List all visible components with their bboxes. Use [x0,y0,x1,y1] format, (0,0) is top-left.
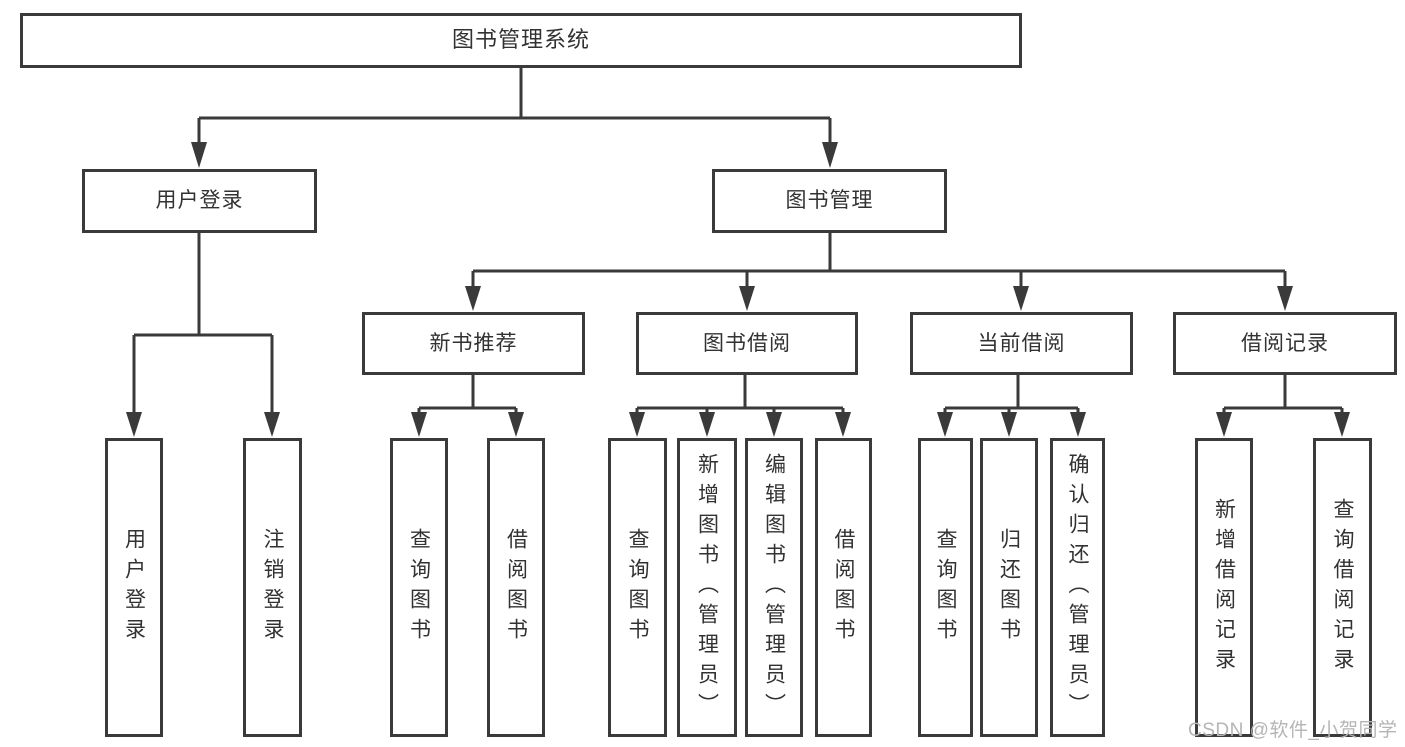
connector-root-to-level2 [197,68,832,144]
arrowhead [629,412,645,437]
arrowhead [264,412,280,437]
arrowhead [835,412,851,437]
arrowhead [465,286,481,311]
arrowhead [1001,412,1017,437]
leaf-user-login: 用户登录 [105,438,163,737]
node-book-management: 图书管理 [712,169,947,233]
arrowhead [822,142,838,168]
arrowhead [1070,412,1086,437]
arrowhead [1216,412,1232,437]
arrowhead [191,142,207,168]
leaf-confirm-return-admin: 确认归还（管理员） [1050,438,1105,737]
connector-current-to-leaves [943,375,1080,414]
arrowhead [739,286,755,311]
arrowhead [699,412,715,437]
connector-bookmgmt-to-level3 [471,233,1287,288]
arrowhead [1334,412,1350,437]
leaf-borrow-books-recommend: 借阅图书 [487,438,545,737]
arrowhead [1277,286,1293,311]
connector-borrow-to-leaves [635,375,845,414]
arrowhead [126,412,142,437]
connector-userlogin-to-leaves [132,233,274,414]
leaf-add-borrow-record: 新增借阅记录 [1195,438,1253,737]
leaf-query-books-borrow: 查询图书 [608,438,667,737]
node-new-book-recommend: 新书推荐 [362,312,585,375]
connector-recommend-to-leaves [417,375,518,414]
leaf-query-books-current: 查询图书 [918,438,973,737]
arrowhead [508,412,524,437]
node-current-borrowing: 当前借阅 [910,312,1133,375]
leaf-query-borrow-record: 查询借阅记录 [1313,438,1372,737]
arrowhead [1013,286,1029,311]
arrowhead [937,412,953,437]
node-library-management-system: 图书管理系统 [20,13,1022,68]
arrowhead [411,412,427,437]
connector-records-to-leaves [1222,375,1344,414]
node-user-login: 用户登录 [82,169,317,233]
arrowheads [126,142,1350,437]
leaf-logout-login: 注销登录 [243,438,302,737]
leaf-add-book-admin: 新增图书（管理员） [677,438,737,737]
node-book-borrowing: 图书借阅 [636,312,858,375]
arrowhead [766,412,782,437]
node-borrowing-records: 借阅记录 [1173,312,1397,375]
leaf-query-books-recommend: 查询图书 [390,438,448,737]
leaf-edit-book-admin: 编辑图书（管理员） [745,438,803,737]
csdn-watermark: CSDN @软件_小贺同学 [1188,720,1398,741]
leaf-borrow-books: 借阅图书 [815,438,872,737]
leaf-return-books: 归还图书 [980,438,1038,737]
